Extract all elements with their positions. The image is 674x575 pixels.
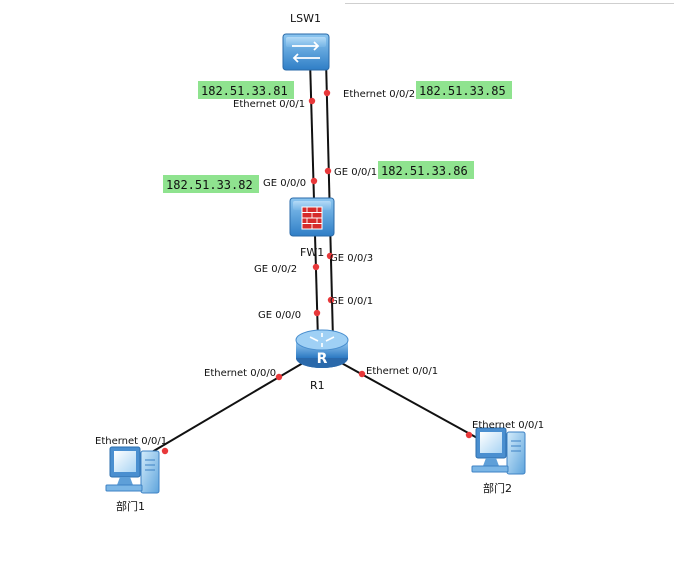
firewall-fw1[interactable]: FW1 [289,197,335,259]
device-label-r1: R1 [310,379,325,392]
router-icon: R [295,329,349,368]
port-dots [161,89,473,455]
port-dot-pc2[interactable] [465,431,473,439]
pc-icon [105,446,160,494]
port-dot-lsw-e2[interactable] [323,89,331,97]
port-label-lsw-e1: Ethernet 0/0/1 [233,99,305,110]
port-dot-r-ge0[interactable] [313,309,321,317]
device-label-pc2: 部门2 [483,481,512,495]
router-r1[interactable]: R R1 [295,329,349,392]
ip-lsw-e2: 182.51.33.85 [419,84,506,98]
port-label-fw-ge2: GE 0/0/2 [254,264,297,275]
port-dot-r-e1[interactable] [358,370,366,378]
port-dot-pc1[interactable] [161,447,169,455]
ip-labels: 182.51.33.81 182.51.33.85 182.51.33.82 1… [163,81,512,193]
port-label-fw-ge1: GE 0/0/1 [334,167,377,178]
port-label-fw-ge3: GE 0/0/3 [330,253,373,264]
device-label-lsw1: LSW1 [290,12,321,25]
switch-lsw1[interactable]: LSW1 [282,12,330,71]
port-labels: Ethernet 0/0/1 Ethernet 0/0/2 GE 0/0/0 G… [95,89,544,447]
port-label-r-ge1: GE 0/0/1 [330,296,373,307]
port-dot-lsw-e1[interactable] [308,97,316,105]
port-dot-fw-ge2[interactable] [312,263,320,271]
links [134,59,491,463]
router-glyph: R [317,351,328,367]
ip-lsw-e1: 182.51.33.81 [201,84,288,98]
firewall-icon [289,197,335,237]
port-label-lsw-e2: Ethernet 0/0/2 [343,89,415,100]
port-label-pc2: Ethernet 0/0/1 [472,420,544,431]
ip-highlight [198,81,294,99]
pc-icon [471,427,526,475]
port-label-pc1: Ethernet 0/0/1 [95,436,167,447]
switch-icon [282,33,330,71]
port-dot-fw-ge3[interactable] [326,252,334,260]
port-dot-fw-ge0[interactable] [310,177,318,185]
ip-highlight [378,161,474,179]
port-dot-fw-ge1[interactable] [324,167,332,175]
port-dot-r-ge1[interactable] [327,296,335,304]
ip-fw-ge0: 182.51.33.82 [166,178,253,192]
port-dot-r-e0[interactable] [275,373,283,381]
port-label-r-e0: Ethernet 0/0/0 [204,368,276,379]
ip-highlight [416,81,512,99]
pc-dept2[interactable]: 部门2 [471,427,526,495]
pc-dept1[interactable]: 部门1 [105,446,160,513]
port-label-r-e1: Ethernet 0/0/1 [366,366,438,377]
port-label-r-ge0: GE 0/0/0 [258,310,301,321]
ip-highlight [163,175,259,193]
device-label-fw1: FW1 [300,246,324,259]
ip-fw-ge1: 182.51.33.86 [381,164,468,178]
port-label-fw-ge0: GE 0/0/0 [263,178,306,189]
device-label-pc1: 部门1 [116,499,145,513]
